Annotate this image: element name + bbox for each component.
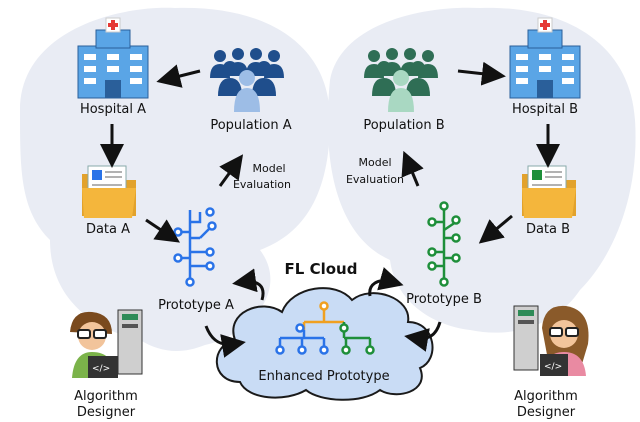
svg-text:</>: </> <box>544 362 562 372</box>
hospital-b-icon <box>509 17 581 99</box>
arrow-cloud-to-prototype-b <box>368 267 404 297</box>
model-eval-a-label-1: Model <box>252 162 285 175</box>
hospital-b-label: Hospital B <box>512 102 578 117</box>
designer-a-label-1: Algorithm <box>74 389 138 404</box>
arrow-population-a-to-hospital-a <box>156 64 201 88</box>
population-a-label: Population A <box>210 118 291 133</box>
hospital-a-label: Hospital A <box>80 102 146 117</box>
prototype-a-label: Prototype A <box>158 298 234 313</box>
arrow-data-a-to-prototype-a <box>145 218 180 243</box>
data-a-folder-icon <box>82 165 136 218</box>
data-a-label: Data A <box>86 222 130 237</box>
designer-a-label-2: Designer <box>77 405 136 420</box>
hospital-a-icon <box>77 17 149 99</box>
arrow-prototype-a-to-population-a <box>218 154 244 187</box>
arrow-prototype-b-to-population-b <box>401 150 424 187</box>
model-eval-a-label-2: Evaluation <box>233 178 291 191</box>
arrow-data-b-to-prototype-b <box>478 214 513 244</box>
population-b-icon <box>364 48 438 112</box>
designer-a-icon: </> <box>70 309 143 378</box>
arrow-cloud-to-prototype-a <box>232 268 265 301</box>
arrow-population-b-to-hospital-b <box>457 61 506 86</box>
arrow-prototype-b-to-cloud <box>404 321 442 352</box>
designer-b-label-2: Designer <box>517 405 576 420</box>
arrow-prototype-a-to-cloud <box>204 325 246 358</box>
svg-text:</>: </> <box>92 364 110 374</box>
fl-cloud-label: FL Cloud <box>285 260 358 278</box>
model-eval-b-label-1: Model <box>358 156 391 169</box>
designer-b-icon: </> <box>513 305 589 376</box>
enhanced-prototype-tree-icon <box>275 301 375 355</box>
prototype-b-tree-icon <box>427 201 461 287</box>
population-a-icon <box>210 48 284 112</box>
model-eval-b-label-2: Evaluation <box>346 173 404 186</box>
population-b-label: Population B <box>363 118 444 133</box>
designer-b-label-1: Algorithm <box>514 389 578 404</box>
enhanced-prototype-label: Enhanced Prototype <box>258 369 389 384</box>
data-b-label: Data B <box>526 222 570 237</box>
data-b-folder-icon <box>522 165 576 218</box>
prototype-b-label: Prototype B <box>406 292 482 307</box>
